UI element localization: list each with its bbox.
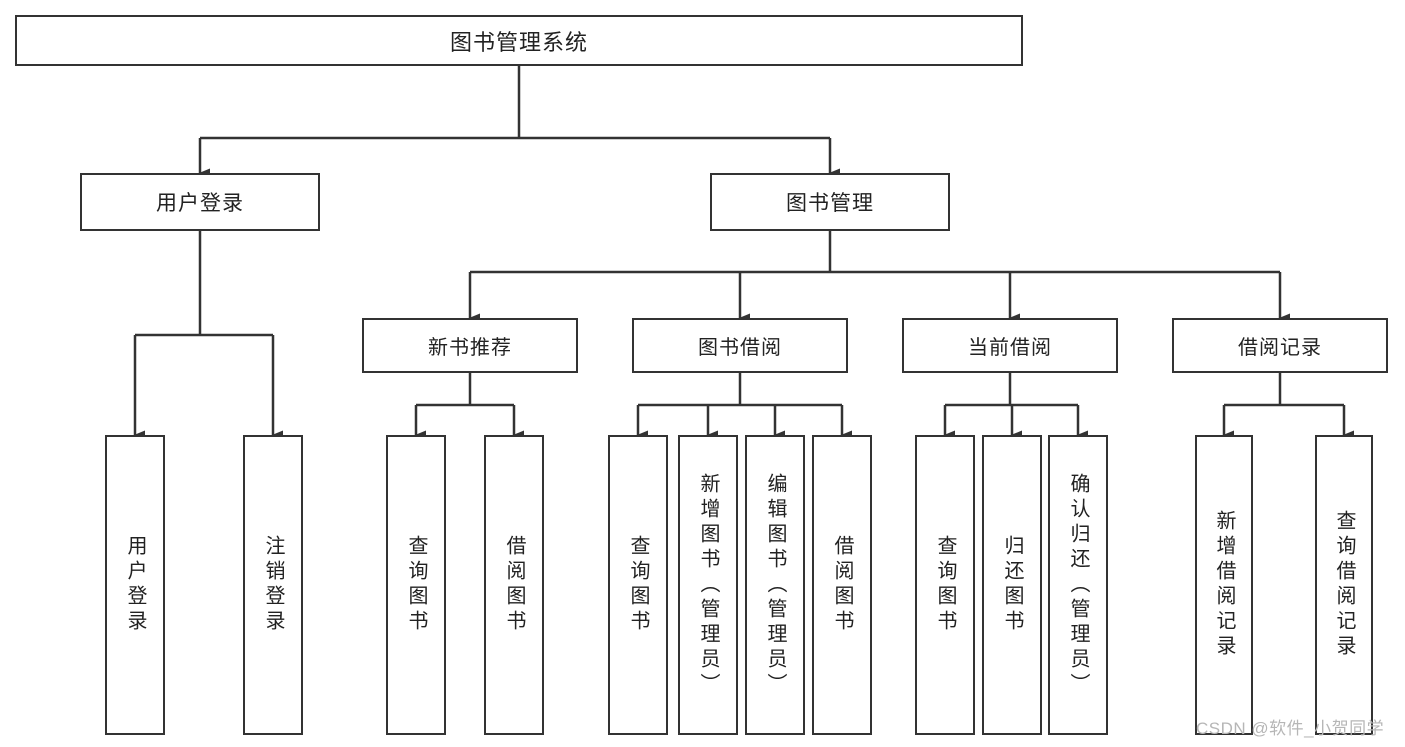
node-label: 图书管理 [786,192,874,215]
node-leaf-borrow-1[interactable]: 查询图书 [608,435,668,735]
node-label: 用户登录 [156,192,244,215]
node-leaf-cur-3[interactable]: 确认归还（管理员） [1048,435,1108,735]
node-label: 归还图书 [1001,535,1023,635]
node-label: 新增借阅记录 [1213,510,1235,660]
node-label: 确认归还（管理员） [1067,472,1089,698]
node-leaf-new-1[interactable]: 查询图书 [386,435,446,735]
node-leaf-login-1[interactable]: 用户登录 [105,435,165,735]
node-label: 注销登录 [262,535,284,635]
node-label: 当前借阅 [968,337,1052,359]
node-leaf-borrow-2[interactable]: 新增图书（管理员） [678,435,738,735]
node-borrow[interactable]: 图书借阅 [632,318,848,373]
node-newbook[interactable]: 新书推荐 [362,318,578,373]
watermark-text: CSDN @软件_小贺同学 [1196,719,1385,738]
node-login[interactable]: 用户登录 [80,173,320,231]
node-leaf-rec-2[interactable]: 查询借阅记录 [1315,435,1373,735]
node-leaf-borrow-3[interactable]: 编辑图书（管理员） [745,435,805,735]
node-leaf-borrow-4[interactable]: 借阅图书 [812,435,872,735]
node-label: 新书推荐 [428,337,512,359]
node-leaf-new-2[interactable]: 借阅图书 [484,435,544,735]
node-label: 借阅记录 [1238,337,1322,359]
node-leaf-cur-2[interactable]: 归还图书 [982,435,1042,735]
node-current[interactable]: 当前借阅 [902,318,1118,373]
connector-lines [133,66,1354,440]
node-label: 新增图书（管理员） [697,472,719,698]
node-leaf-login-2[interactable]: 注销登录 [243,435,303,735]
node-label: 查询借阅记录 [1333,510,1355,660]
node-records[interactable]: 借阅记录 [1172,318,1388,373]
node-leaf-rec-1[interactable]: 新增借阅记录 [1195,435,1253,735]
node-leaf-cur-1[interactable]: 查询图书 [915,435,975,735]
node-label: 借阅图书 [831,535,853,635]
node-label: 借阅图书 [503,535,525,635]
node-label: 用户登录 [124,535,146,635]
node-root[interactable]: 图书管理系统 [15,15,1023,66]
node-label: 查询图书 [627,535,649,635]
node-label: 查询图书 [934,535,956,635]
node-label: 图书借阅 [698,337,782,359]
node-label: 编辑图书（管理员） [764,472,786,698]
node-bookmgmt[interactable]: 图书管理 [710,173,950,231]
node-label: 查询图书 [405,535,427,635]
node-label: 图书管理系统 [449,29,588,55]
